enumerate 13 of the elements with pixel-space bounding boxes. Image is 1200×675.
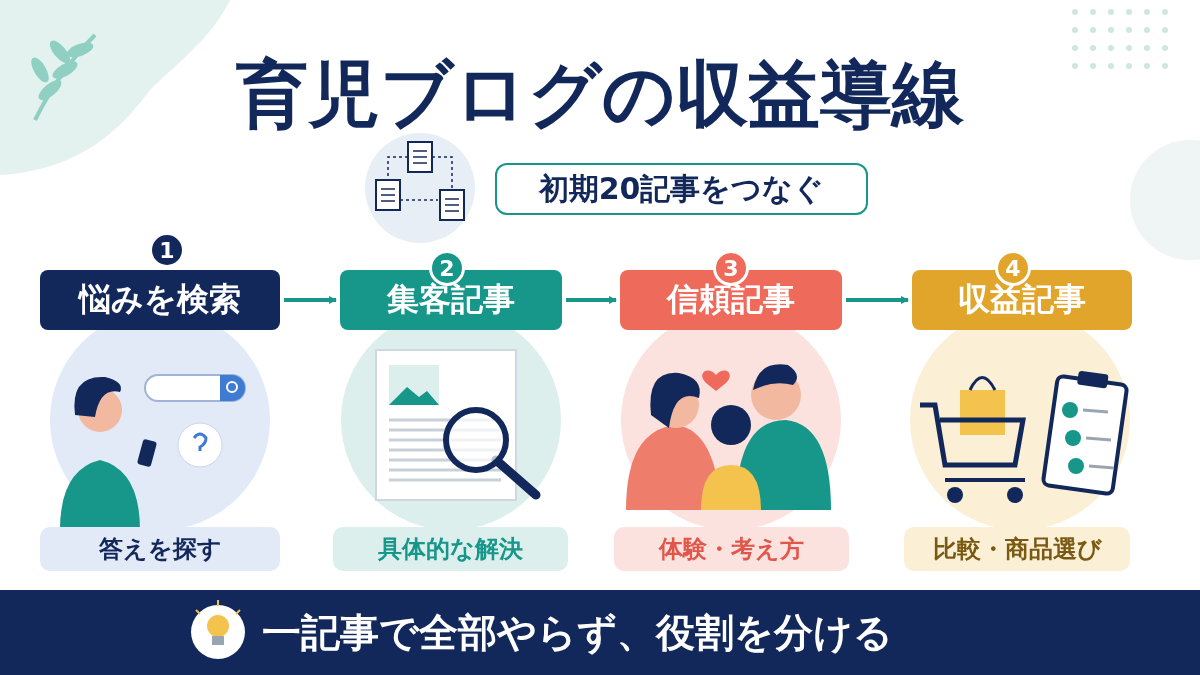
step-caption: 体験・考え方 xyxy=(614,527,849,571)
arrow xyxy=(566,296,617,304)
title: 育児ブログの収益導線 xyxy=(235,51,965,138)
step-heading: 悩みを検索 xyxy=(40,270,280,330)
step-number: 1 xyxy=(149,232,185,268)
step-caption: 具体的な解決 xyxy=(333,527,568,571)
step-caption: 比較・商品選び xyxy=(904,527,1130,571)
step-caption: 答えを探す xyxy=(40,527,280,571)
key-message: 一記事で全部やらず、役割を分ける xyxy=(262,598,1102,668)
step-number: 3 xyxy=(713,250,749,286)
arrow xyxy=(846,296,909,304)
arrow xyxy=(284,296,337,304)
tag-label: 初期20記事をつなぐ xyxy=(495,163,868,215)
